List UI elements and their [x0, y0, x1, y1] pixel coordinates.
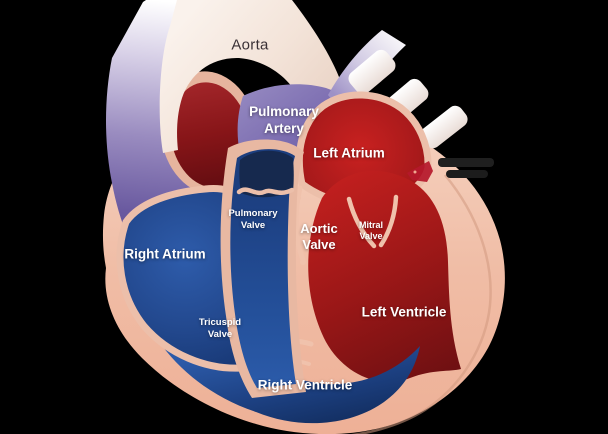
left-ventricle-shape [308, 170, 461, 382]
aorta-shape [159, 0, 345, 153]
pulmonary-trunk-dome [239, 150, 294, 198]
red-logo-icon [407, 161, 433, 182]
wall-seam-line [350, 174, 492, 434]
pulmonary-trunk-shape [230, 149, 296, 388]
pulmonary-valve-flaps [236, 187, 295, 196]
watermark [407, 158, 494, 182]
aortic-valve-curl [300, 259, 306, 265]
mitral-valve-flaps [346, 194, 399, 249]
